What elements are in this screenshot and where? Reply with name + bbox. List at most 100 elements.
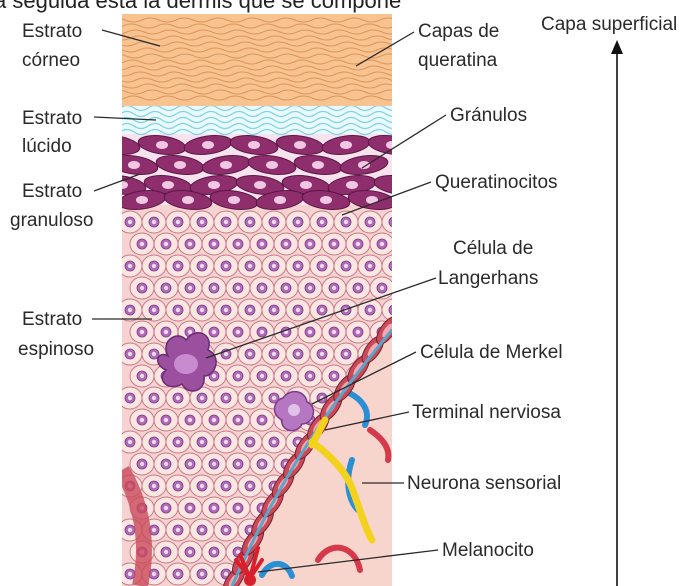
- spinous-cell: [142, 255, 166, 277]
- spinous-cell: [346, 321, 370, 343]
- spinous-cell: [310, 211, 334, 233]
- spinous-cell: [238, 475, 262, 497]
- spinous-cell: [286, 255, 310, 277]
- spinous-cell: [130, 321, 154, 343]
- spinous-cell: [166, 255, 190, 277]
- spinous-cell: [298, 277, 322, 299]
- spinous-cell: [394, 233, 418, 255]
- axis-label-capa-superficial: Capa superficial: [541, 14, 677, 35]
- spinous-cell: [130, 277, 154, 299]
- spinous-cell: [250, 233, 274, 255]
- spinous-cell: [178, 497, 202, 519]
- spinous-cell: [262, 255, 286, 277]
- spinous-cell: [154, 453, 178, 475]
- svg-text:Terminal nerviosa: Terminal nerviosa: [412, 402, 561, 423]
- spinous-cell: [238, 299, 262, 321]
- svg-text:Estrato: Estrato: [22, 309, 82, 330]
- svg-text:Estrato: Estrato: [22, 181, 82, 202]
- spinous-cell: [190, 563, 214, 585]
- spinous-cell: [394, 541, 418, 563]
- spinous-cell: [118, 343, 142, 365]
- spinous-cell: [202, 541, 226, 563]
- spinous-cell: [202, 409, 226, 431]
- svg-text:Capas de: Capas de: [418, 21, 499, 42]
- spinous-cell: [202, 277, 226, 299]
- spinous-cell: [262, 299, 286, 321]
- spinous-cell: [382, 299, 406, 321]
- spinous-cell: [142, 475, 166, 497]
- spinous-cell: [334, 299, 358, 321]
- spinous-cell: [190, 211, 214, 233]
- spinous-cell: [154, 277, 178, 299]
- spinous-cell: [250, 321, 274, 343]
- svg-text:Estrato: Estrato: [22, 21, 82, 42]
- spinous-cell: [178, 277, 202, 299]
- spinous-cell: [334, 343, 358, 365]
- spinous-cell: [358, 255, 382, 277]
- spinous-cell: [142, 211, 166, 233]
- svg-text:queratina: queratina: [418, 50, 498, 71]
- spinous-cell: [334, 255, 358, 277]
- svg-text:espinoso: espinoso: [18, 339, 94, 360]
- spinous-cell: [142, 299, 166, 321]
- svg-text:Melanocito: Melanocito: [442, 540, 534, 561]
- spinous-cell: [166, 431, 190, 453]
- spinous-cell: [238, 387, 262, 409]
- spinous-cell: [178, 541, 202, 563]
- spinous-cell: [322, 233, 346, 255]
- spinous-cell: [358, 299, 382, 321]
- spinous-cell: [226, 233, 250, 255]
- spinous-cell: [274, 233, 298, 255]
- up-arrow-icon: [611, 40, 623, 54]
- svg-text:córneo: córneo: [22, 50, 80, 71]
- svg-text:granuloso: granuloso: [10, 210, 93, 231]
- spinous-cell: [166, 519, 190, 541]
- spinous-cell: [226, 277, 250, 299]
- spinous-cell: [118, 299, 142, 321]
- spinous-cell: [322, 321, 346, 343]
- spinous-cell: [142, 387, 166, 409]
- spinous-cell: [118, 431, 142, 453]
- spinous-cell: [166, 387, 190, 409]
- spinous-cell: [346, 233, 370, 255]
- spinous-cell: [214, 431, 238, 453]
- spinous-cell: [226, 453, 250, 475]
- spinous-cell: [178, 233, 202, 255]
- spinous-cell: [322, 277, 346, 299]
- spinous-cell: [358, 211, 382, 233]
- spinous-cell: [130, 233, 154, 255]
- spinous-cell: [394, 321, 418, 343]
- spinous-cell: [166, 563, 190, 585]
- spinous-cell: [286, 299, 310, 321]
- spinous-cell: [382, 211, 406, 233]
- spinous-cell: [190, 431, 214, 453]
- spinous-cell: [286, 343, 310, 365]
- spinous-cell: [166, 211, 190, 233]
- spinous-cell: [274, 321, 298, 343]
- spinous-cell: [154, 497, 178, 519]
- label-estrato-granuloso: Estrato granuloso: [10, 174, 140, 231]
- spinous-cell: [250, 365, 274, 387]
- spinous-cell: [178, 453, 202, 475]
- spinous-cell: [238, 211, 262, 233]
- spinous-cell: [262, 211, 286, 233]
- spinous-cell: [370, 233, 394, 255]
- spinous-cell: [118, 387, 142, 409]
- spinous-cell: [298, 233, 322, 255]
- spinous-cell: [226, 409, 250, 431]
- spinous-cell: [214, 519, 238, 541]
- spinous-cell: [262, 431, 286, 453]
- spinous-cell: [118, 255, 142, 277]
- spinous-cell: [190, 519, 214, 541]
- spinous-cell: [262, 343, 286, 365]
- spinous-cell: [298, 365, 322, 387]
- spinous-cell: [154, 233, 178, 255]
- svg-text:Neurona sensorial: Neurona sensorial: [407, 473, 561, 494]
- spinous-cell: [190, 255, 214, 277]
- spinous-cell: [214, 211, 238, 233]
- spinous-cell: [166, 299, 190, 321]
- spinous-cell: [226, 365, 250, 387]
- spinous-cell: [310, 343, 334, 365]
- spinous-cell: [226, 497, 250, 519]
- spinous-cell: [202, 497, 226, 519]
